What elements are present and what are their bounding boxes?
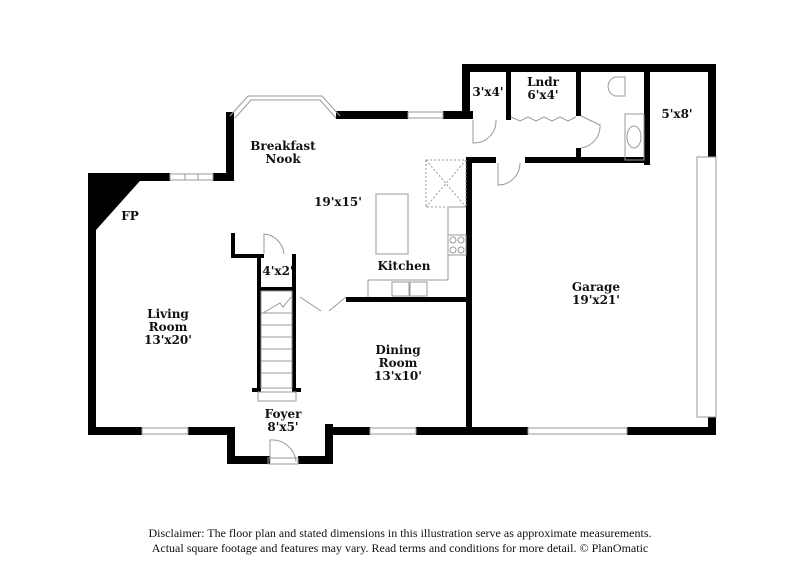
room-name: Breakfast bbox=[250, 139, 316, 153]
window bbox=[169, 173, 214, 181]
room-dims: 3'x4' bbox=[472, 85, 504, 99]
toilet bbox=[607, 76, 626, 97]
bifold-door bbox=[510, 116, 577, 122]
room-name: Dining bbox=[375, 343, 421, 357]
room-name: Foyer bbox=[264, 407, 302, 421]
room-name: Nook bbox=[265, 152, 301, 166]
disclaimer: Disclaimer: The floor plan and stated di… bbox=[0, 526, 800, 556]
disclaimer-line-2: Actual square footage and features may v… bbox=[151, 541, 649, 555]
room-name: Living bbox=[147, 307, 189, 321]
window bbox=[407, 111, 444, 119]
room-label-laundry: Lndr 6'x4' bbox=[527, 76, 559, 102]
room-dims: 19'x15' bbox=[314, 195, 362, 209]
window bbox=[369, 427, 417, 435]
fireplace-icon bbox=[88, 173, 147, 230]
bay-window bbox=[229, 95, 341, 117]
room-dims: 13'x10' bbox=[374, 369, 422, 383]
refrigerator bbox=[425, 159, 467, 208]
room-dims: 4'x2' bbox=[262, 264, 294, 278]
room-dims-half-bath: 5'x8' bbox=[661, 108, 692, 121]
door bbox=[472, 119, 497, 144]
room-name: Garage bbox=[571, 280, 621, 294]
fixtures bbox=[141, 76, 717, 465]
room-dims: 8'x5' bbox=[267, 420, 299, 434]
stove bbox=[447, 234, 467, 256]
room-dims: 6'x4' bbox=[527, 88, 559, 102]
stairs bbox=[260, 290, 293, 389]
walls bbox=[88, 64, 716, 464]
room-dims-open-area: 19'x15' bbox=[314, 196, 362, 209]
door bbox=[263, 233, 285, 255]
room-dims-storage: 3'x4' bbox=[472, 86, 503, 99]
room-label-foyer: Foyer 8'x5' bbox=[265, 408, 302, 434]
door bbox=[497, 162, 521, 186]
room-label-breakfast-nook: Breakfast Nook bbox=[250, 140, 315, 166]
room-dims: 19'x21' bbox=[572, 293, 620, 307]
window bbox=[527, 427, 628, 435]
room-label-fireplace: FP bbox=[121, 210, 139, 223]
room-label-living-room: Living Room 13'x20' bbox=[144, 308, 192, 347]
door bbox=[580, 115, 601, 149]
room-name: Room bbox=[148, 320, 188, 334]
room-name: Kitchen bbox=[377, 259, 431, 273]
room-name: Lndr bbox=[527, 75, 559, 89]
room-name: Room bbox=[378, 356, 418, 370]
kitchen-island bbox=[375, 193, 409, 255]
garage-door bbox=[696, 156, 717, 418]
room-label-dining-room: Dining Room 13'x10' bbox=[374, 344, 422, 383]
disclaimer-line-1: Disclaimer: The floor plan and stated di… bbox=[148, 526, 652, 540]
room-name: FP bbox=[121, 209, 139, 223]
room-dims: 13'x20' bbox=[144, 333, 192, 347]
room-dims: 5'x8' bbox=[661, 107, 693, 121]
window bbox=[141, 427, 189, 435]
sink bbox=[409, 281, 428, 297]
door bbox=[269, 439, 297, 463]
room-label-garage: Garage 19'x21' bbox=[572, 281, 620, 307]
sink bbox=[391, 281, 410, 297]
vanity bbox=[624, 113, 645, 161]
room-label-kitchen: Kitchen bbox=[378, 260, 431, 273]
room-dims-closet: 4'x2' bbox=[262, 265, 293, 278]
